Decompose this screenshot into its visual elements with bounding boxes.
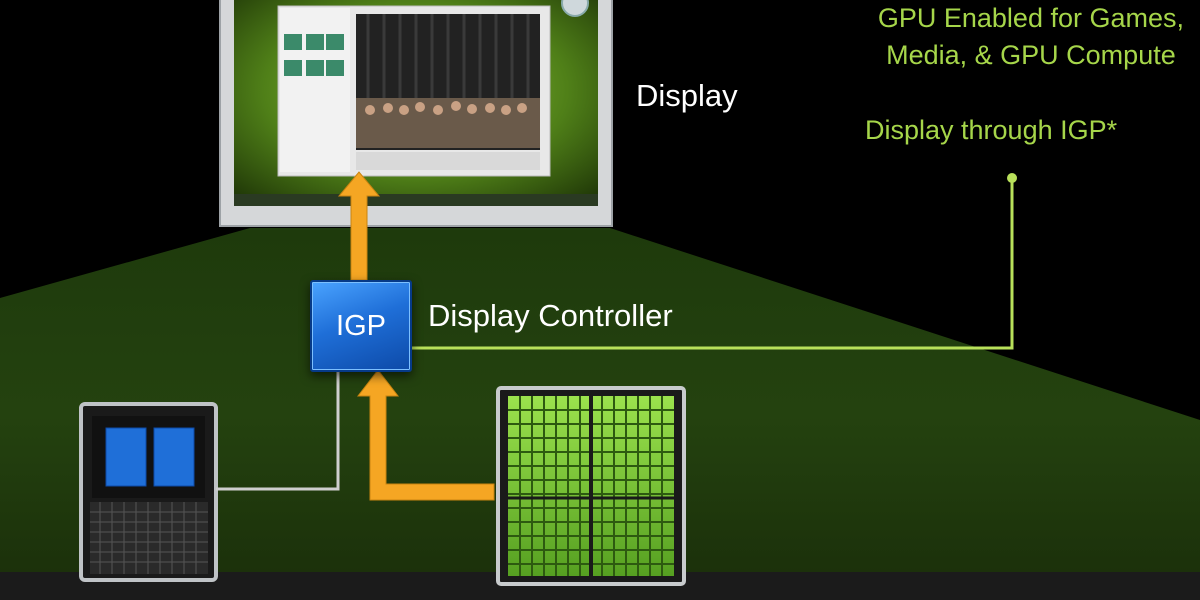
igp-block: IGP: [310, 280, 412, 372]
note-link-dot: [1007, 173, 1017, 183]
igp-display-arrow: [337, 171, 381, 281]
note-display-through-igp: Display through IGP*: [865, 115, 1118, 145]
igp-note-link: [408, 180, 1014, 350]
monitor: [219, 0, 613, 227]
gpu-igp-arrow: [356, 369, 495, 501]
cpu-igp-link: [216, 368, 340, 491]
gpu-notes: GPU Enabled for Games, Media, & GPU Comp…: [878, 0, 1184, 74]
igp-label: IGP: [336, 309, 386, 342]
cpu-chip: [79, 402, 218, 582]
display-controller-label: Display Controller: [428, 298, 673, 333]
gpu-chip: [496, 386, 686, 586]
note-line-1: GPU Enabled for Games,: [877, 3, 1184, 33]
note-line-2: Media, & GPU Compute: [886, 40, 1176, 70]
display-label: Display: [636, 78, 738, 113]
